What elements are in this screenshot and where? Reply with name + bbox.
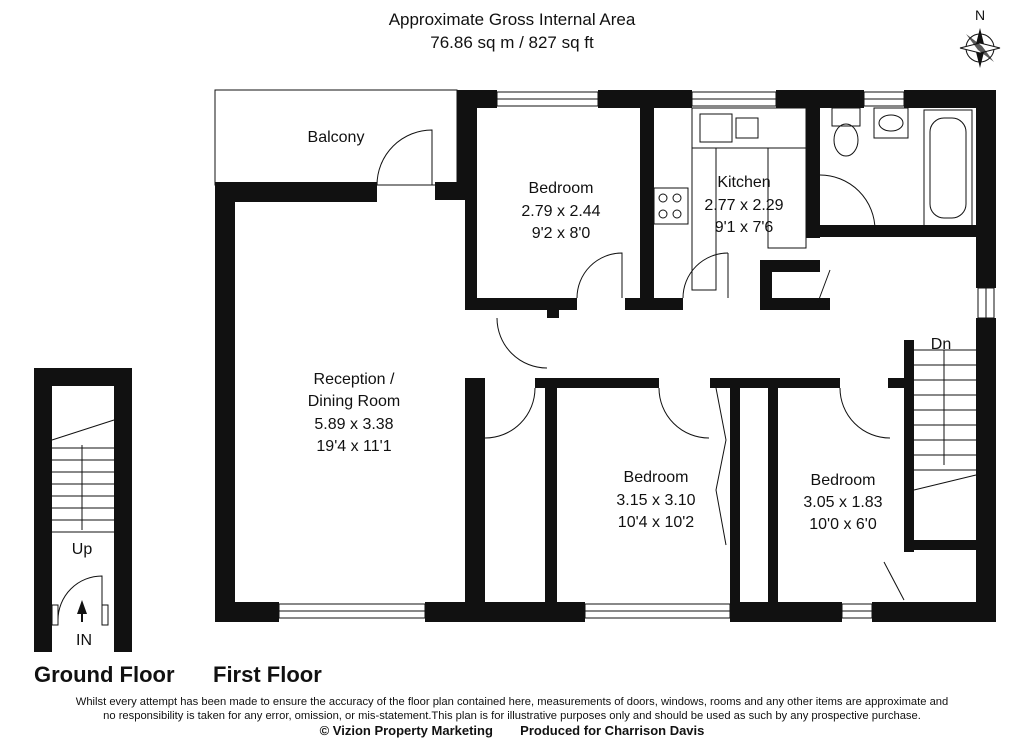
stairs-down-label: Dn xyxy=(931,336,951,353)
stairs-down xyxy=(913,349,977,491)
reception-imperial: 19'4 x 11'1 xyxy=(316,438,391,455)
disclaimer-line1: Whilst every attempt has been made to en… xyxy=(75,696,949,708)
bedroom2-label: Bedroom xyxy=(624,469,689,486)
produced-for-text: Produced for Charrison Davis xyxy=(520,723,705,738)
reception-label-line2: Dining Room xyxy=(308,393,400,410)
bedroom1-metric: 2.79 x 2.44 xyxy=(521,203,600,220)
ground-floor-walls xyxy=(34,368,132,652)
bedroom1-imperial: 9'2 x 8'0 xyxy=(532,225,591,242)
bedroom1-label: Bedroom xyxy=(529,180,594,197)
area-title: Approximate Gross Internal Area xyxy=(388,10,636,29)
copyright-text: © Vizion Property Marketing xyxy=(319,723,493,738)
ground-floor-stairs xyxy=(51,419,115,626)
entrance-label: IN xyxy=(76,632,92,649)
north-compass-icon xyxy=(959,28,1001,68)
bedroom2-metric: 3.15 x 3.10 xyxy=(616,492,695,509)
windows xyxy=(278,91,995,619)
reception-label-line1: Reception / xyxy=(314,371,395,388)
area-value: 76.86 sq m / 827 sq ft xyxy=(430,33,594,52)
reception-metric: 5.89 x 3.38 xyxy=(314,416,393,433)
balcony-label: Balcony xyxy=(308,129,365,146)
kitchen-fittings xyxy=(653,107,973,291)
stairs-up-label: Up xyxy=(72,541,93,558)
bedroom3-imperial: 10'0 x 6'0 xyxy=(809,516,877,533)
first-floor-walls xyxy=(215,90,996,622)
kitchen-imperial: 9'1 x 7'6 xyxy=(715,219,774,236)
ground-floor-title: Ground Floor xyxy=(34,662,175,687)
window-glazing xyxy=(279,98,987,612)
bedroom3-metric: 3.05 x 1.83 xyxy=(803,494,882,511)
bedroom3-label: Bedroom xyxy=(811,472,876,489)
disclaimer-line2: no responsibility is taken for any error… xyxy=(103,710,921,722)
credit-line: © Vizion Property Marketing Produced for… xyxy=(0,723,1024,738)
first-floor-title: First Floor xyxy=(213,662,322,687)
bedroom2-imperial: 10'4 x 10'2 xyxy=(618,514,694,531)
kitchen-metric: 2.77 x 2.29 xyxy=(704,197,783,214)
doors xyxy=(376,129,905,601)
entrance-arrow-icon xyxy=(77,600,87,614)
compass-label: N xyxy=(975,7,985,23)
kitchen-label: Kitchen xyxy=(717,174,770,191)
